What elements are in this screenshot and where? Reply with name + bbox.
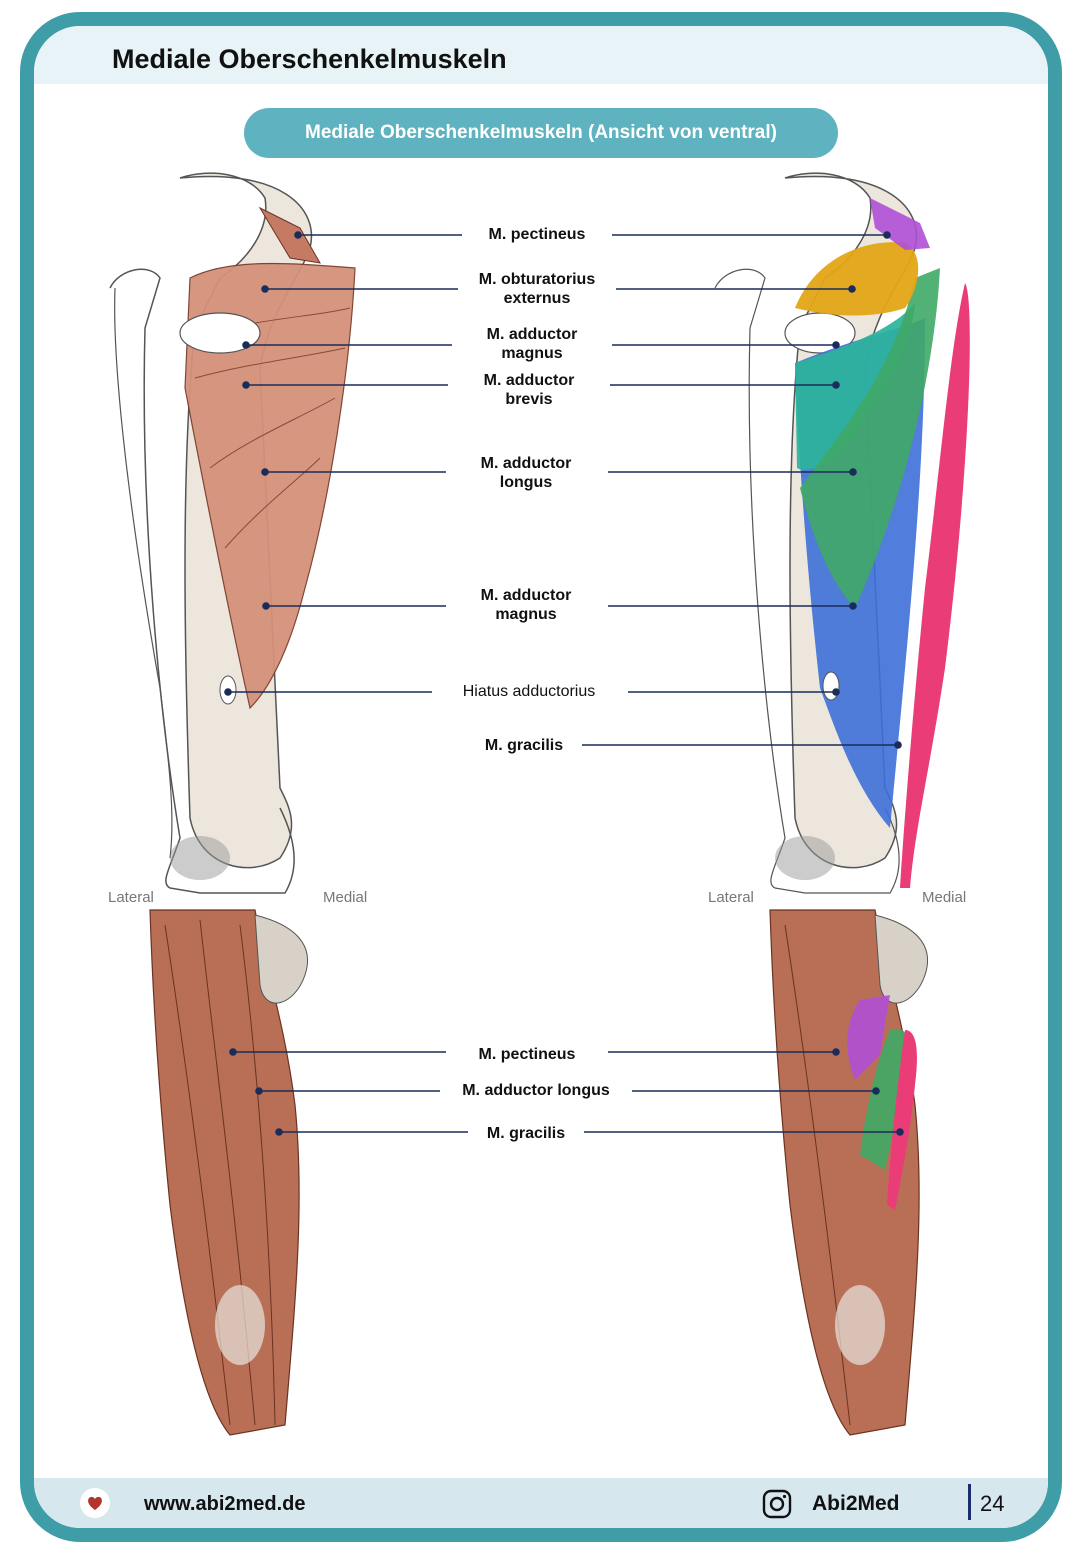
- right-lateral-label: Lateral: [708, 889, 754, 906]
- thigh-illustration-plain: [149, 909, 309, 1436]
- heart-logo-icon: [80, 1488, 110, 1518]
- gracilis-shape: [900, 283, 970, 888]
- femur-illustration-colored: [714, 172, 970, 894]
- left-lateral-label: Lateral: [108, 889, 154, 906]
- label-gracilis-top: M. gracilis: [484, 737, 564, 754]
- label-pectineus-top: M. pectineus: [488, 226, 586, 243]
- instagram-icon[interactable]: [762, 1489, 792, 1519]
- pectineus-shape: [870, 198, 930, 250]
- adductor-brevis-shape: [795, 303, 915, 470]
- header-band: [34, 26, 1048, 84]
- instagram-handle[interactable]: Abi2Med: [812, 1492, 900, 1515]
- page-number-divider: [968, 1484, 971, 1520]
- label-pectineus-bottom: M. pectineus: [478, 1046, 576, 1063]
- left-medial-label: Medial: [323, 889, 368, 906]
- adductor-longus-shape: [800, 268, 940, 608]
- thigh-illustration-colored: [769, 909, 929, 1436]
- page-number: 24: [980, 1491, 1005, 1516]
- page-title: Mediale Oberschenkelmuskeln: [112, 44, 507, 74]
- right-medial-label: Medial: [922, 889, 967, 906]
- section-heading-pill: Mediale Oberschenkelmuskeln (Ansicht von…: [244, 108, 838, 158]
- obturatorius-externus-shape: [795, 242, 919, 316]
- label-adductor-longus-bottom: M. adductor longus: [462, 1082, 610, 1099]
- label-gracilis-bottom: M. gracilis: [486, 1125, 566, 1142]
- label-hiatus-adductorius: Hiatus adductorius: [462, 683, 596, 700]
- footer-band: [34, 1478, 1048, 1528]
- website-link[interactable]: www.abi2med.de: [144, 1492, 306, 1515]
